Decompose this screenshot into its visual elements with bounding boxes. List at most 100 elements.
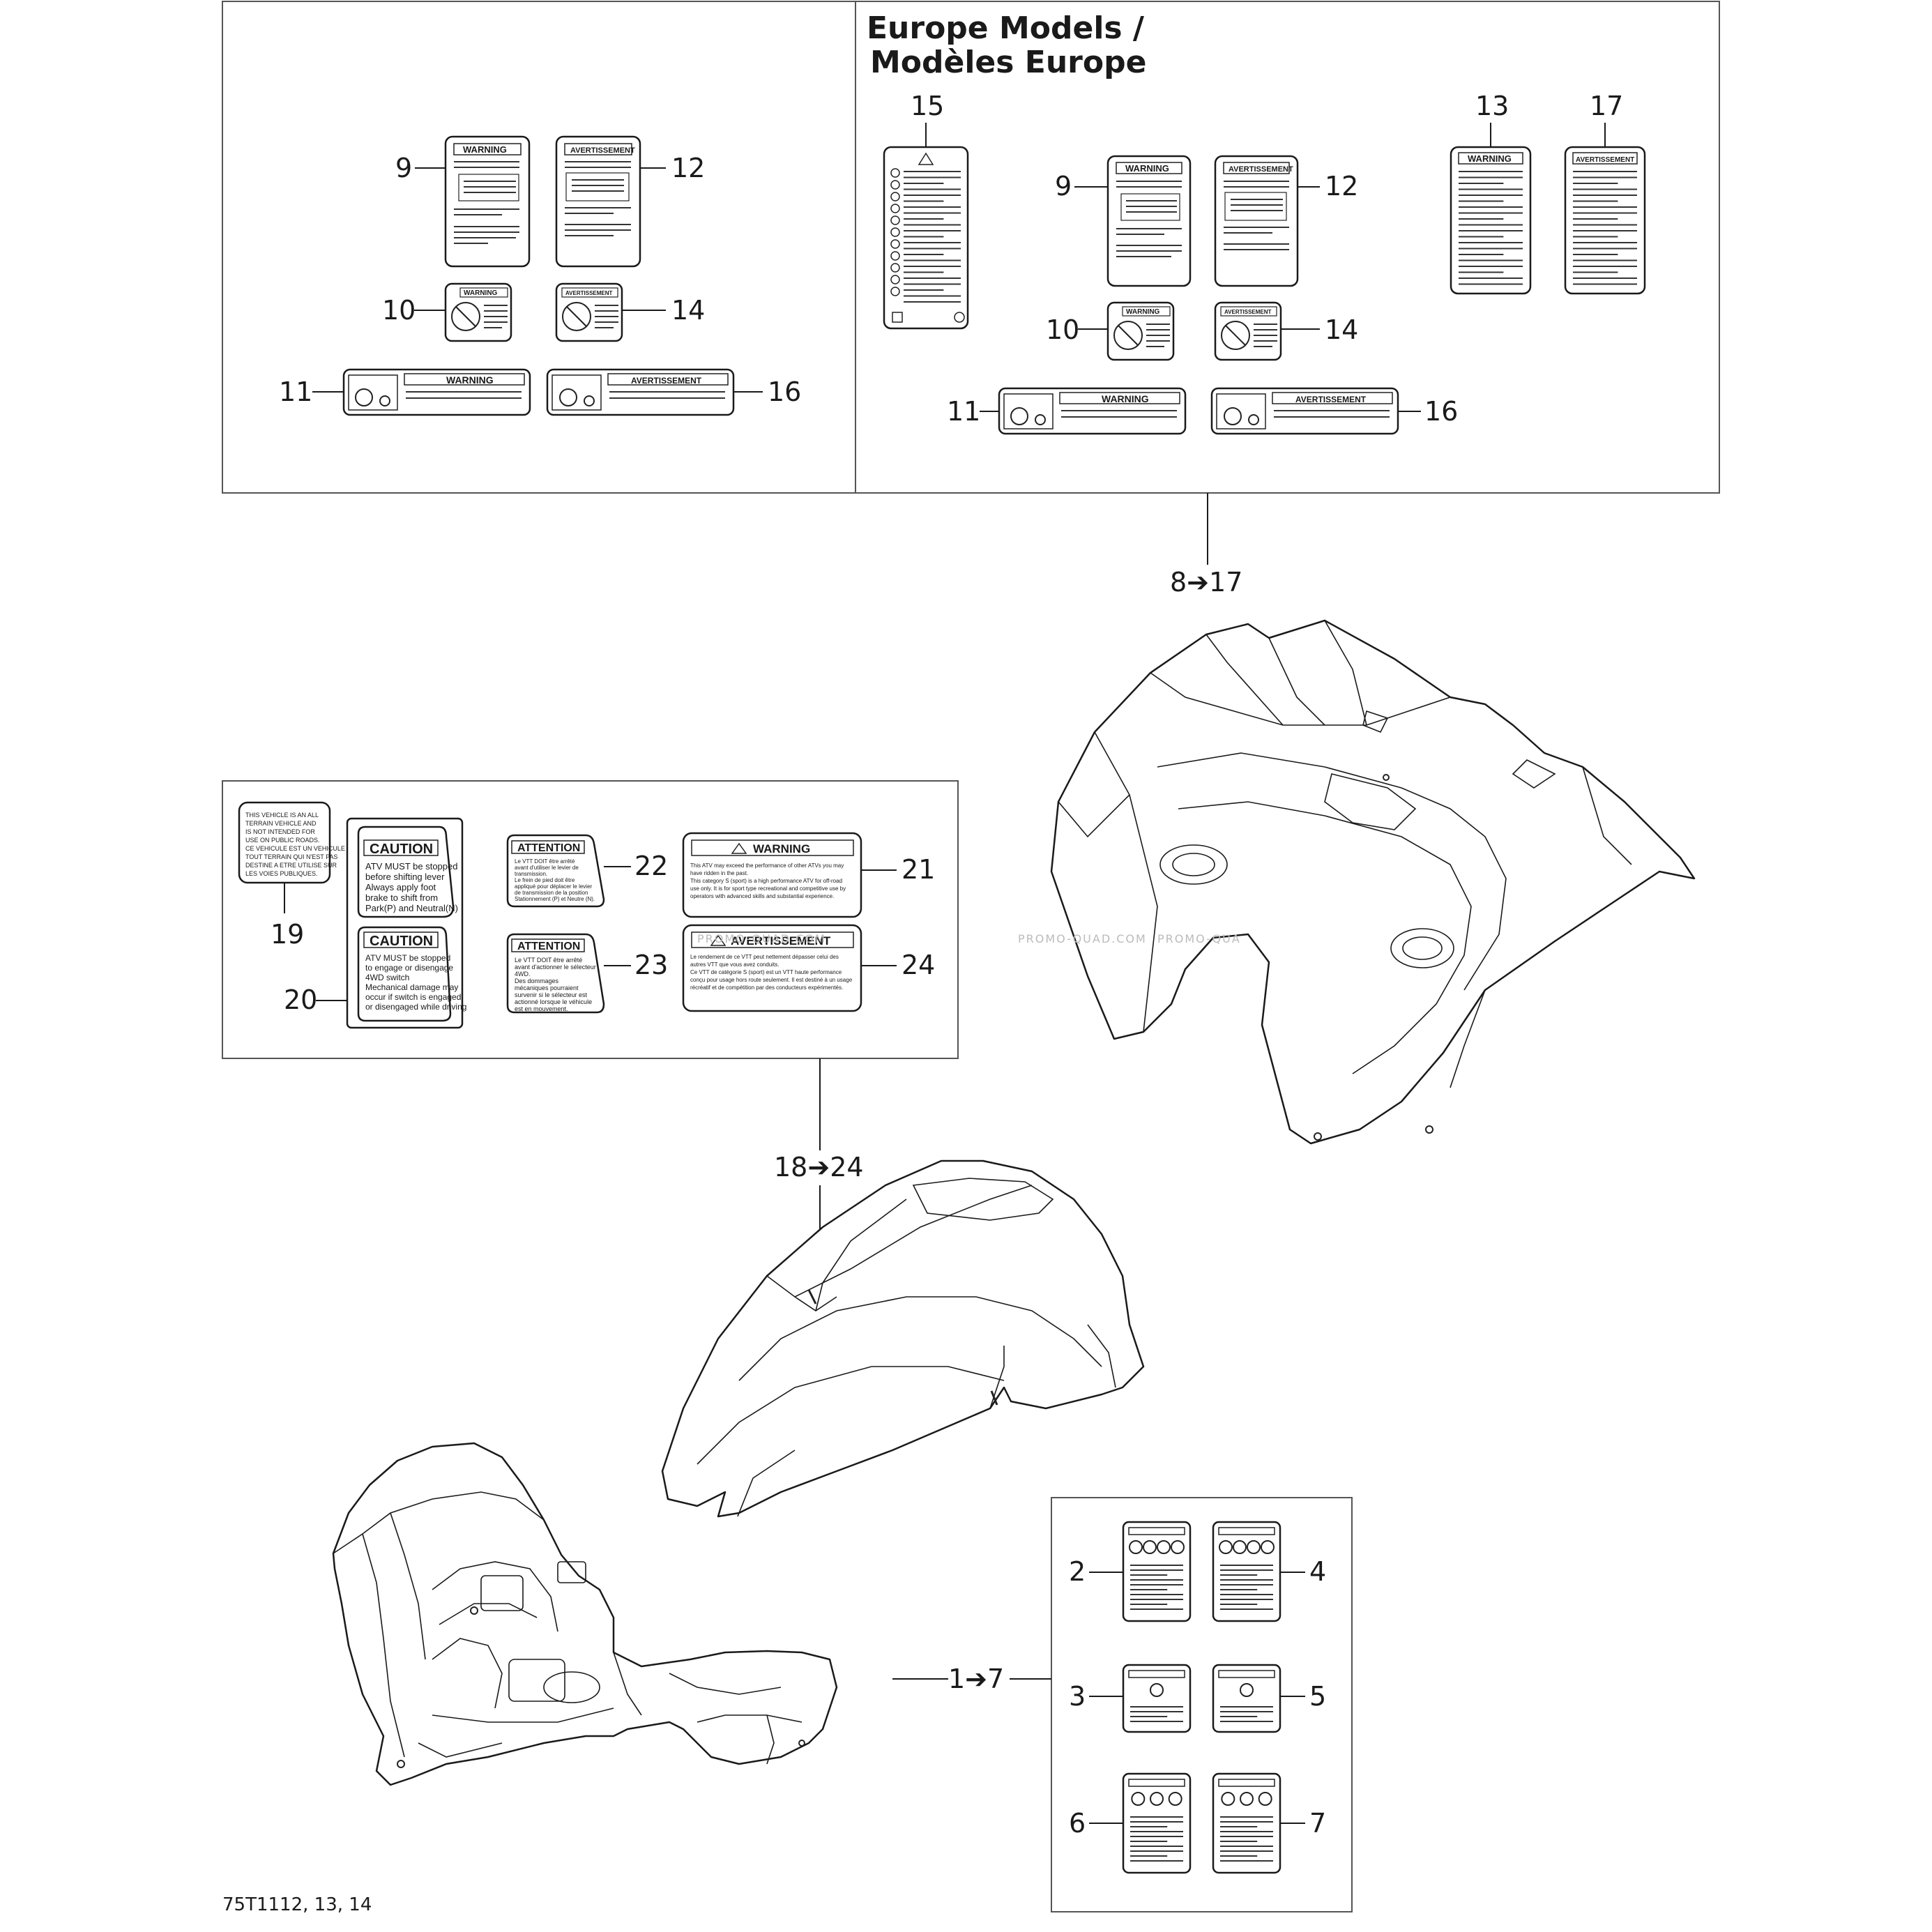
decal-text-line: THIS VEHICLE IS AN ALL bbox=[245, 812, 319, 819]
decal-text-line: avant d'utiliser le levier de bbox=[515, 865, 579, 871]
callout-group-18-24: 18➔24 bbox=[774, 1152, 864, 1182]
decal-text-line: actionné lorsque le véhicule bbox=[515, 998, 592, 1005]
callout-group-8-17: 8➔17 bbox=[1170, 567, 1242, 598]
decal-text-line: DESTINE A ETRE UTILISE SUR bbox=[245, 862, 337, 869]
svg-text:CAUTION: CAUTION bbox=[370, 934, 433, 949]
decal-text-line: récréatif et de compétition par des cond… bbox=[690, 984, 843, 991]
decal-text-line: survenir si le sélecteur est bbox=[515, 991, 588, 998]
language-marker bbox=[890, 263, 900, 273]
decal-text-line: Le VTT DOIT être arrêté bbox=[515, 957, 582, 964]
decal-header bbox=[1128, 1670, 1185, 1678]
language-marker bbox=[890, 204, 900, 213]
decal-3 bbox=[1122, 1664, 1192, 1733]
pictogram-icon bbox=[1171, 1540, 1185, 1554]
svg-text:AVERTISSEMENT: AVERTISSEMENT bbox=[1229, 165, 1293, 174]
callout-17-eu: 17 bbox=[1590, 91, 1623, 121]
decal-text-line: Ce VTT de catégorie S (sport) est un VTT… bbox=[690, 969, 842, 975]
svg-text:ATTENTION: ATTENTION bbox=[517, 842, 580, 854]
svg-text:WARNING: WARNING bbox=[1468, 153, 1512, 164]
pictogram-icon bbox=[1219, 1540, 1233, 1554]
europe-title-line1: Europe Models / bbox=[867, 10, 1145, 46]
decal-text-line: conçu pour usage hors route seulement. I… bbox=[690, 977, 853, 983]
decal-text-line: de transmission de la position bbox=[515, 890, 588, 896]
decals-frame-bottom bbox=[1051, 1497, 1353, 1912]
callout-16-eu: 16 bbox=[1424, 396, 1458, 427]
language-marker bbox=[890, 168, 900, 178]
decal-text-line: brake to shift from bbox=[365, 892, 438, 903]
body-front-part bbox=[332, 1442, 838, 1786]
decal-text-line: Le VTT DOIT être arrêté bbox=[515, 858, 575, 865]
callout-19: 19 bbox=[271, 919, 304, 950]
callout-3: 3 bbox=[1069, 1681, 1086, 1712]
language-marker bbox=[890, 251, 900, 261]
decal-15-eu bbox=[883, 146, 969, 330]
decal-text-line: have ridden in the past. bbox=[690, 870, 748, 876]
callout-12-eu: 12 bbox=[1325, 171, 1358, 201]
decal-12-na: AVERTISSEMENT bbox=[555, 135, 641, 268]
decal-text-line: This category S (sport) is a high perfor… bbox=[690, 878, 842, 884]
decal-text-line: USE ON PUBLIC ROADS. bbox=[245, 837, 320, 844]
decal-9-eu: WARNING bbox=[1106, 155, 1192, 287]
decal-12-eu: AVERTISSEMENT bbox=[1214, 155, 1299, 287]
decal-16-na: AVERTISSEMENT bbox=[546, 368, 735, 416]
decal-21: WARNING This ATV may exceed the performa… bbox=[682, 832, 862, 918]
decal-14-eu: AVERTISSEMENT bbox=[1214, 301, 1282, 361]
callout-23: 23 bbox=[634, 950, 668, 980]
svg-text:AVERTISSEMENT: AVERTISSEMENT bbox=[1576, 156, 1634, 164]
decal-text-line: 4WD switch bbox=[365, 973, 409, 982]
decal-header bbox=[1128, 1527, 1185, 1535]
svg-text:WARNING: WARNING bbox=[1126, 308, 1160, 316]
decal-24: AVERTISSEMENT Le rendement de ce VTT peu… bbox=[682, 924, 862, 1012]
pictogram-icon bbox=[1261, 1540, 1275, 1554]
pictogram-icon bbox=[1233, 1540, 1247, 1554]
decal-text-line: 4WD. bbox=[515, 971, 531, 978]
language-marker bbox=[890, 227, 900, 237]
decal-header bbox=[1128, 1779, 1185, 1787]
callout-2: 2 bbox=[1069, 1556, 1086, 1587]
svg-text:WARNING: WARNING bbox=[753, 842, 810, 855]
language-marker bbox=[890, 215, 900, 225]
callout-13-eu: 13 bbox=[1475, 91, 1509, 121]
watermark-3: PROMO-QUA bbox=[1157, 932, 1241, 945]
decal-text-line: IS NOT INTENDED FOR bbox=[245, 828, 315, 835]
callout-20: 20 bbox=[284, 984, 317, 1015]
decal-text-line: ATV MUST be stopped bbox=[365, 861, 457, 872]
language-marker bbox=[890, 192, 900, 201]
svg-text:ATTENTION: ATTENTION bbox=[517, 941, 580, 952]
decal-text-line: Le rendement de ce VTT peut nettement dé… bbox=[690, 954, 839, 960]
pictogram-icon bbox=[1240, 1683, 1254, 1697]
decal-header bbox=[1218, 1527, 1275, 1535]
decals-frame-top bbox=[222, 1, 1720, 494]
decal-13-eu: WARNING bbox=[1450, 146, 1532, 295]
svg-text:AVERTISSEMENT: AVERTISSEMENT bbox=[1224, 309, 1272, 315]
callout-5: 5 bbox=[1309, 1681, 1326, 1712]
callout-22: 22 bbox=[634, 851, 668, 881]
callout-6: 6 bbox=[1069, 1808, 1086, 1839]
decals-frame-middle bbox=[222, 780, 959, 1059]
svg-text:WARNING: WARNING bbox=[1102, 393, 1149, 404]
decal-text-line: This ATV may exceed the performance of o… bbox=[690, 862, 844, 869]
pictogram-icon bbox=[1240, 1792, 1254, 1806]
decal-11-eu: WARNING bbox=[998, 387, 1187, 435]
callout-21: 21 bbox=[902, 854, 935, 885]
language-marker bbox=[890, 180, 900, 190]
decal-10-na: WARNING bbox=[444, 282, 512, 342]
callout-11-na: 11 bbox=[279, 376, 312, 407]
pictogram-icon bbox=[1150, 1683, 1164, 1697]
decal-text-line: transmission. bbox=[515, 871, 547, 877]
callout-7: 7 bbox=[1309, 1808, 1326, 1839]
svg-text:WARNING: WARNING bbox=[446, 374, 494, 386]
pictogram-icon bbox=[1258, 1792, 1272, 1806]
decal-text-line: Le frein de pied doit être bbox=[515, 877, 575, 883]
callout-9-na: 9 bbox=[395, 153, 412, 183]
decal-text-line: appliqué pour déplacer le levier bbox=[515, 883, 593, 890]
pictogram-icon bbox=[1247, 1540, 1261, 1554]
decal-text-line: TERRAIN VEHICLE AND bbox=[245, 820, 317, 827]
language-marker bbox=[890, 239, 900, 249]
decal-7 bbox=[1212, 1772, 1281, 1874]
callout-16-na: 16 bbox=[768, 376, 801, 407]
decal-text-line: Mechanical damage may bbox=[365, 982, 458, 992]
svg-text:AVERTISSEMENT: AVERTISSEMENT bbox=[570, 146, 635, 155]
front-fender-part bbox=[1050, 619, 1696, 1145]
